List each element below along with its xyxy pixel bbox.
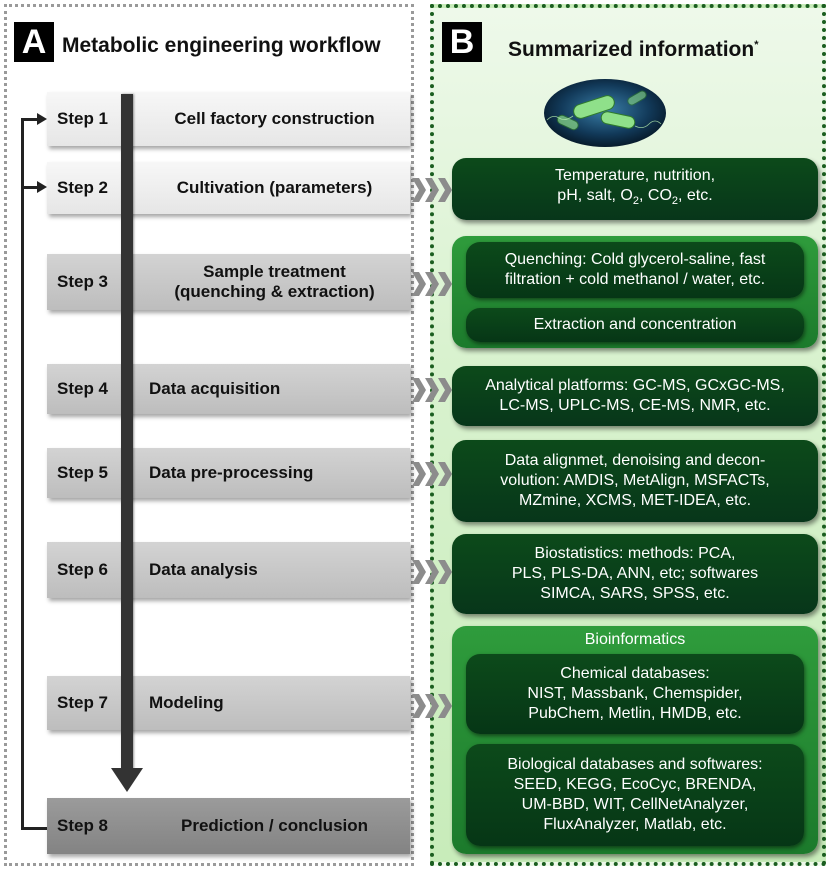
feedback-arrow-step1-line: [21, 118, 39, 121]
step-1-number: Step 1: [57, 109, 109, 128]
modeling-group: Bioinformatics Chemical databases: NIST,…: [452, 626, 818, 854]
cultivation-line-2-post: , etc.: [678, 187, 713, 205]
step-5-box: Step 5 Data pre-processing: [47, 448, 410, 498]
step-8-title: Prediction / conclusion: [180, 816, 369, 835]
feedback-arrow-step2-head: [37, 181, 47, 193]
workflow-arrow-shaft: [121, 94, 133, 770]
analysis-text: Biostatistics: methods: PCA, PLS, PLS-DA…: [452, 534, 818, 614]
data-acquisition-line-2: LC-MS, UPLC-MS, CE-MS, NMR, etc.: [499, 397, 771, 414]
biological-databases-box: Biological databases and softwares: SEED…: [466, 744, 804, 846]
extraction-text: Extraction and concentration: [533, 316, 737, 333]
step-5-number: Step 5: [57, 463, 109, 482]
analysis-info-box: Biostatistics: methods: PCA, PLS, PLS-DA…: [452, 534, 818, 614]
step-7-title: Modeling: [149, 693, 224, 712]
bacteria-illustration-icon: [544, 79, 666, 147]
step-6-title: Data analysis: [149, 560, 258, 579]
step-3-box: Step 3 Sample treatment (quenching & ext…: [47, 254, 410, 310]
step-2-box: Step 2 Cultivation (parameters): [47, 162, 410, 214]
step-2-number: Step 2: [57, 178, 109, 197]
sample-treatment-group: Quenching: Cold glycerol-saline, fast fi…: [452, 236, 818, 348]
chemical-databases-text: Chemical databases: NIST, Massbank, Chem…: [466, 654, 804, 734]
biological-line-2: SEED, KEGG, EcoCyc, BRENDA,: [513, 776, 757, 793]
preprocessing-text: Data alignmet, denoising and decon- volu…: [452, 440, 818, 522]
panel-a-title: Metabolic engineering workflow: [62, 34, 381, 57]
biological-line-1: Biological databases and softwares:: [507, 756, 763, 773]
biological-line-4: FluxAnalyzer, Matlab, etc.: [543, 816, 727, 833]
biological-line-3: UM-BBD, WIT, CellNetAnalyzer,: [521, 796, 749, 813]
step-8-box: Step 8 Prediction / conclusion: [47, 798, 410, 854]
preprocessing-line-2: volution: AMDIS, MetAlign, MSFACTs,: [500, 472, 770, 489]
cultivation-line-2-mid: , CO: [639, 187, 672, 205]
chevron-step-2-icon: [412, 178, 452, 202]
co2-subscript: 2: [671, 195, 679, 208]
data-acquisition-text: Analytical platforms: GC-MS, GCxGC-MS, L…: [452, 366, 818, 426]
step-6-box: Step 6 Data analysis: [47, 542, 410, 598]
step-1-box: Step 1 Cell factory construction: [47, 92, 410, 146]
cultivation-info-text: Temperature, nutrition, pH, salt, O2, CO…: [452, 158, 818, 220]
cultivation-line-1: Temperature, nutrition,: [554, 167, 716, 185]
chemical-line-1: Chemical databases:: [560, 665, 710, 682]
preprocessing-line-1: Data alignmet, denoising and decon-: [504, 452, 766, 469]
data-acquisition-info-box: Analytical platforms: GC-MS, GCxGC-MS, L…: [452, 366, 818, 426]
step-2-title: Cultivation (parameters): [176, 178, 373, 197]
step-5-title: Data pre-processing: [149, 463, 314, 482]
step-7-number: Step 7: [57, 693, 109, 712]
chevron-step-5-icon: [412, 462, 452, 486]
panel-b-title: Summarized information*: [508, 38, 758, 62]
step-7-box: Step 7 Modeling: [47, 676, 410, 730]
chevron-step-6-icon: [412, 560, 452, 584]
step-6-number: Step 6: [57, 560, 109, 579]
panel-b-title-text: Summarized information: [508, 38, 755, 61]
bioinformatics-title: Bioinformatics: [584, 631, 686, 648]
step-3-title-line2: (quenching & extraction): [174, 282, 375, 301]
feedback-arrow-step2-line: [21, 186, 39, 189]
workflow-arrow-head: [111, 768, 143, 792]
panel-b-letter: B: [442, 22, 482, 62]
preprocessing-line-3: MZmine, XCMS, MET-IDEA, etc.: [518, 492, 752, 509]
panel-a-letter: A: [14, 22, 54, 62]
chevron-step-7-icon: [412, 694, 452, 718]
feedback-arrow-step1-head: [37, 113, 47, 125]
biological-databases-text: Biological databases and softwares: SEED…: [466, 744, 804, 846]
preprocessing-info-box: Data alignmet, denoising and decon- volu…: [452, 440, 818, 522]
quenching-text: Quenching: Cold glycerol-saline, fast fi…: [466, 242, 804, 298]
cultivation-line-2-pre: pH, salt, O: [557, 187, 633, 205]
step-8-number: Step 8: [57, 816, 109, 835]
step-3-title: Sample treatment (quenching & extraction…: [145, 254, 404, 310]
o2-subscript: 2: [632, 195, 639, 208]
step-4-title: Data acquisition: [149, 379, 281, 398]
chevron-step-4-icon: [412, 378, 452, 402]
cultivation-line-2: pH, salt, O2, CO2, etc.: [557, 186, 712, 211]
chemical-line-3: PubChem, Metlin, HMDB, etc.: [528, 705, 742, 722]
panel-a-frame: [4, 4, 414, 866]
step-3-title-line1: Sample treatment: [203, 262, 346, 281]
analysis-line-2: PLS, PLS-DA, ANN, etc; softwares: [511, 565, 759, 582]
feedback-loop-line: [21, 118, 24, 830]
chemical-line-2: NIST, Massbank, Chemspider,: [527, 685, 743, 702]
chemical-databases-box: Chemical databases: NIST, Massbank, Chem…: [466, 654, 804, 734]
analysis-line-3: SIMCA, SARS, SPSS, etc.: [540, 585, 730, 602]
step-4-number: Step 4: [57, 379, 109, 398]
data-acquisition-line-1: Analytical platforms: GC-MS, GCxGC-MS,: [485, 377, 785, 394]
extraction-box: Extraction and concentration: [466, 308, 804, 342]
cultivation-info-box: Temperature, nutrition, pH, salt, O2, CO…: [452, 158, 818, 220]
step-3-number: Step 3: [57, 272, 109, 291]
step-4-box: Step 4 Data acquisition: [47, 364, 410, 414]
quenching-line-2: filtration + cold methanol / water, etc.: [504, 271, 766, 288]
step-1-title: Cell factory construction: [174, 109, 375, 128]
chevron-step-3-icon: [412, 272, 452, 296]
panel-b-title-mark: *: [754, 39, 759, 51]
quenching-box: Quenching: Cold glycerol-saline, fast fi…: [466, 242, 804, 298]
feedback-loop-bottom: [21, 827, 51, 830]
quenching-line-1: Quenching: Cold glycerol-saline, fast: [504, 251, 766, 268]
analysis-line-1: Biostatistics: methods: PCA,: [534, 545, 736, 562]
